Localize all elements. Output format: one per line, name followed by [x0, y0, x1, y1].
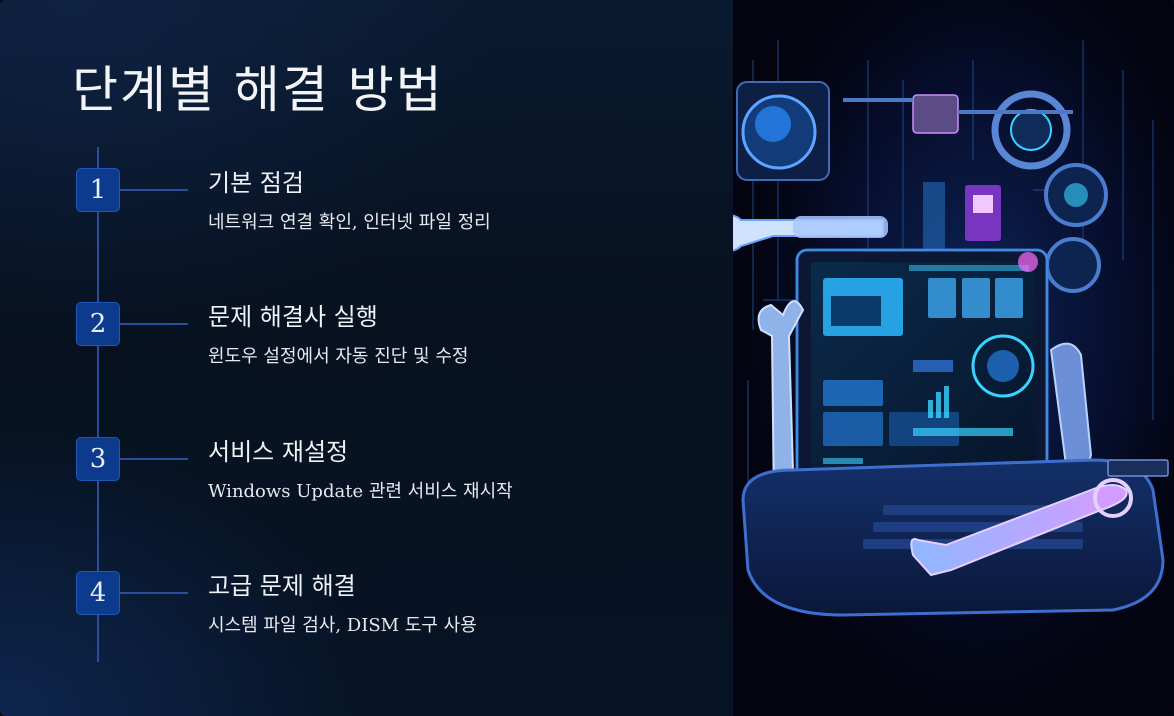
- tech-repair-illustration: [733, 0, 1174, 716]
- step-4: 4 고급 문제 해결 시스템 파일 검사, DISM 도구 사용: [0, 548, 733, 638]
- step-connector: [120, 592, 188, 594]
- illustration-panel: [733, 0, 1174, 716]
- step-description: 윈도우 설정에서 자동 진단 및 수정: [208, 346, 469, 367]
- step-title: 문제 해결사 실행: [208, 303, 378, 331]
- step-title: 서비스 재설정: [208, 438, 349, 466]
- step-number-badge: 2: [76, 302, 120, 346]
- step-connector: [120, 189, 188, 191]
- speaker-icon: [736, 81, 830, 181]
- gear-icon: [991, 90, 1108, 293]
- monitor-icon: [795, 248, 1049, 502]
- step-number-badge: 4: [76, 571, 120, 615]
- steps-panel: 단계별 해결 방법 1 기본 점검 네트워크 연결 확인, 인터넷 파일 정리 …: [0, 0, 733, 716]
- step-connector: [120, 323, 188, 325]
- step-description: 네트워크 연결 확인, 인터넷 파일 정리: [208, 212, 491, 233]
- wrench-icon: [910, 478, 1133, 577]
- step-2: 2 문제 해결사 실행 윈도우 설정에서 자동 진단 및 수정: [0, 279, 733, 369]
- step-number-badge: 1: [76, 168, 120, 212]
- step-3: 3 서비스 재설정 Windows Update 관련 서비스 재시작: [0, 414, 733, 504]
- step-title: 고급 문제 해결: [208, 572, 356, 600]
- timeline-line: [97, 147, 99, 662]
- wrench-icon: [733, 214, 888, 252]
- step-description: 시스템 파일 검사, DISM 도구 사용: [208, 615, 477, 636]
- step-description: Windows Update 관련 서비스 재시작: [208, 481, 513, 502]
- step-title: 기본 점검: [208, 169, 304, 197]
- page-title: 단계별 해결 방법: [72, 61, 444, 119]
- step-1: 1 기본 점검 네트워크 연결 확인, 인터넷 파일 정리: [0, 145, 733, 235]
- step-connector: [120, 458, 188, 460]
- step-number-badge: 3: [76, 437, 120, 481]
